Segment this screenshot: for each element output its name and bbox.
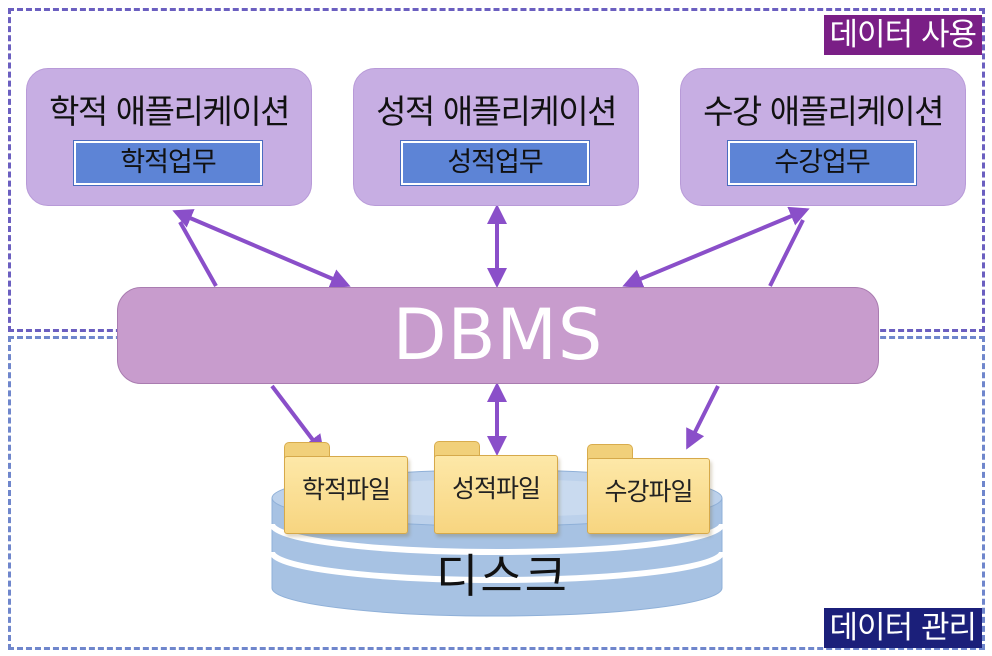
app-box-grades: 성적 애플리케이션 성적업무 [353, 68, 639, 206]
app-title: 수강 애플리케이션 [703, 92, 944, 131]
file-label: 학적파일 [301, 475, 391, 504]
data-usage-label: 데이터 사용 [823, 15, 982, 55]
arrow-app3-dbms-inner [768, 219, 805, 287]
app-task: 성적업무 [400, 140, 590, 186]
app-box-course-registration: 수강 애플리케이션 수강업무 [680, 68, 966, 206]
folder-icon: 학적파일 [284, 442, 408, 534]
app-task: 수강업무 [727, 140, 917, 186]
file-label: 성적파일 [451, 474, 541, 503]
dbms-box: DBMS [117, 287, 879, 384]
connector-arrows [172, 204, 810, 456]
app-title: 학적 애플리케이션 [49, 92, 290, 131]
app-task: 학적업무 [73, 140, 263, 186]
disk-label: 디스크 [436, 549, 569, 603]
file-label: 수강파일 [604, 477, 693, 506]
arrow-app1-dbms-inner [178, 221, 218, 287]
app-title: 성적 애플리케이션 [376, 92, 617, 131]
arrow-dbms-file3 [686, 385, 720, 450]
data-management-label: 데이터 관리 [823, 608, 982, 648]
arrow-app1-dbms [172, 209, 351, 288]
arrow-app3-dbms [622, 206, 810, 289]
folder-icon: 수강파일 [587, 444, 710, 534]
arrow-dbms-file1 [270, 384, 325, 456]
folder-icon: 성적파일 [434, 441, 558, 534]
app-box-academic-records: 학적 애플리케이션 학적업무 [26, 68, 312, 206]
